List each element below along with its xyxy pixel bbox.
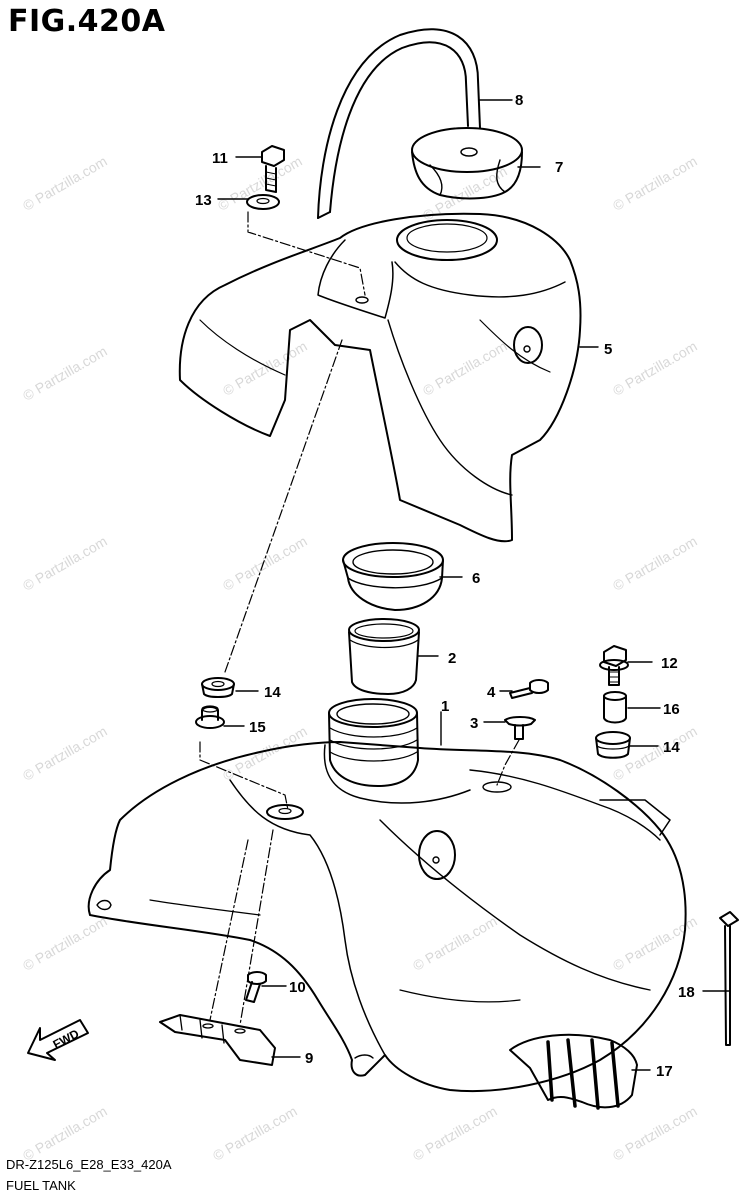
screw-10 <box>245 971 267 1003</box>
screw-3 <box>504 716 536 740</box>
callout-11: 11 <box>212 150 228 167</box>
callout-6: 6 <box>472 570 480 587</box>
screw-4 <box>509 679 549 699</box>
callout-14-left: 14 <box>264 684 281 701</box>
callout-7: 7 <box>555 159 563 176</box>
callout-17: 17 <box>656 1063 673 1080</box>
callout-3: 3 <box>470 715 478 732</box>
callout-16: 16 <box>663 701 680 718</box>
bolt-11 <box>261 145 285 193</box>
filler-neck <box>328 698 419 787</box>
fwd-arrow-icon: FWD <box>27 1019 89 1061</box>
bracket <box>159 1014 276 1066</box>
fuel-cap <box>411 127 523 200</box>
tank-cover <box>178 212 582 543</box>
diagram-code: DR-Z125L6_E28_E33_420A <box>6 1157 172 1172</box>
callout-8: 8 <box>515 92 523 109</box>
callout-15: 15 <box>249 719 266 736</box>
spacer-16 <box>603 691 627 724</box>
callout-14-right: 14 <box>663 739 680 756</box>
callout-10: 10 <box>289 979 306 996</box>
callout-18: 18 <box>678 984 695 1001</box>
fwd-label: FWD <box>51 1026 82 1051</box>
filler-ring <box>342 542 444 611</box>
callout-4: 4 <box>487 684 496 701</box>
grommet-14-right <box>595 731 631 759</box>
breather-hose <box>317 28 481 219</box>
callout-2: 2 <box>448 650 456 667</box>
cable-tie <box>719 911 739 1046</box>
filter-tube <box>348 618 420 695</box>
fuel-tank <box>87 741 687 1093</box>
washer-13 <box>246 194 280 210</box>
callout-1: 1 <box>441 698 449 715</box>
rubber-cushion <box>509 1033 638 1110</box>
bolt-12 <box>599 645 629 686</box>
figure-title: FIG.420A <box>8 4 166 39</box>
callout-5: 5 <box>604 341 612 358</box>
callout-13: 13 <box>195 192 212 209</box>
collar-15 <box>195 705 225 729</box>
diagram-subtitle: FUEL TANK <box>6 1178 76 1193</box>
callout-9: 9 <box>305 1050 313 1067</box>
grommet-14-left <box>201 677 235 698</box>
callout-12: 12 <box>661 655 678 672</box>
